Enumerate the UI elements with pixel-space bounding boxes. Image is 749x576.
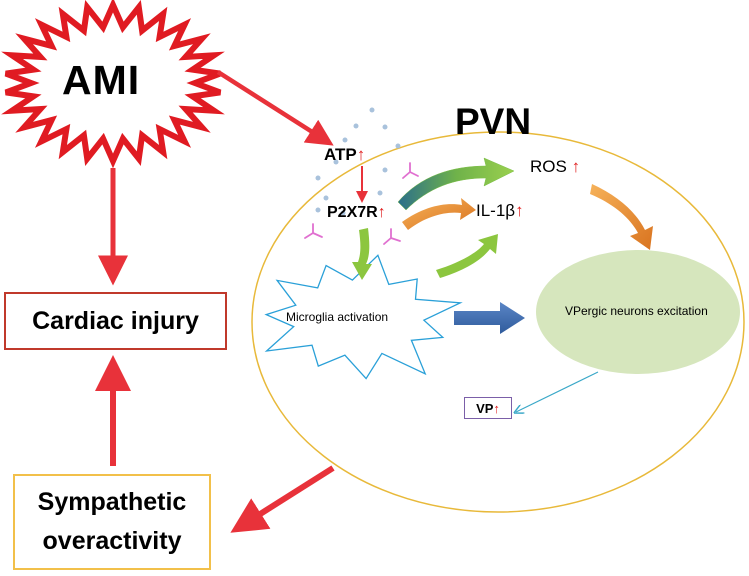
sympathetic-line1: Sympathetic bbox=[37, 488, 187, 517]
neuron-to-vp-arrow bbox=[516, 371, 599, 412]
vp-text: VP bbox=[476, 400, 494, 416]
vp-box: VP↑ bbox=[464, 397, 512, 419]
atp-label: ATP↑ bbox=[324, 146, 365, 163]
ros-label: ROS ↑ bbox=[530, 158, 580, 175]
pvn-ellipse bbox=[251, 131, 745, 513]
p2x7r-to-microglia-arrow bbox=[352, 228, 372, 280]
microglia-to-il1b-arrow bbox=[436, 234, 498, 278]
vp-increase-icon: ↑ bbox=[493, 400, 500, 416]
vpergic-label: VPergic neurons excitation bbox=[565, 304, 708, 318]
ros-text: ROS bbox=[530, 157, 567, 176]
ami-starburst bbox=[1, 0, 225, 169]
p2x7r-to-il1b-arrow bbox=[402, 198, 476, 230]
il1b-label: IL-1β↑ bbox=[476, 202, 524, 219]
microglia-label: Microglia activation bbox=[286, 310, 389, 324]
sympathetic-line2: overactivity bbox=[42, 527, 182, 555]
sympathetic-box: Sympathetic overactivity bbox=[13, 474, 211, 570]
ros-increase-icon: ↑ bbox=[571, 157, 581, 176]
ami-to-atp-arrow bbox=[216, 70, 334, 146]
il1b-text: IL-1β bbox=[476, 201, 516, 220]
il1b-increase-icon: ↑ bbox=[515, 201, 524, 220]
cardiac-injury-box: Cardiac injury bbox=[4, 292, 227, 350]
microglia-to-neuron-arrow bbox=[454, 302, 525, 334]
pvn-label: PVN bbox=[455, 101, 532, 142]
p2x7r-label: P2X7R↑ bbox=[327, 205, 386, 221]
atp-text: ATP bbox=[324, 145, 357, 164]
ros-to-neuron-arrow bbox=[590, 184, 653, 250]
atp-increase-icon: ↑ bbox=[356, 145, 366, 164]
p2x7r-increase-icon: ↑ bbox=[377, 204, 386, 221]
microglia-cell bbox=[264, 254, 463, 380]
p2x7r-to-ros-arrow bbox=[397, 157, 515, 211]
vpergic-neuron bbox=[536, 250, 740, 374]
p2x7r-text: P2X7R bbox=[327, 204, 378, 221]
ami-label: AMI bbox=[62, 57, 141, 103]
pvn-to-sympathetic-arrow bbox=[230, 465, 335, 533]
